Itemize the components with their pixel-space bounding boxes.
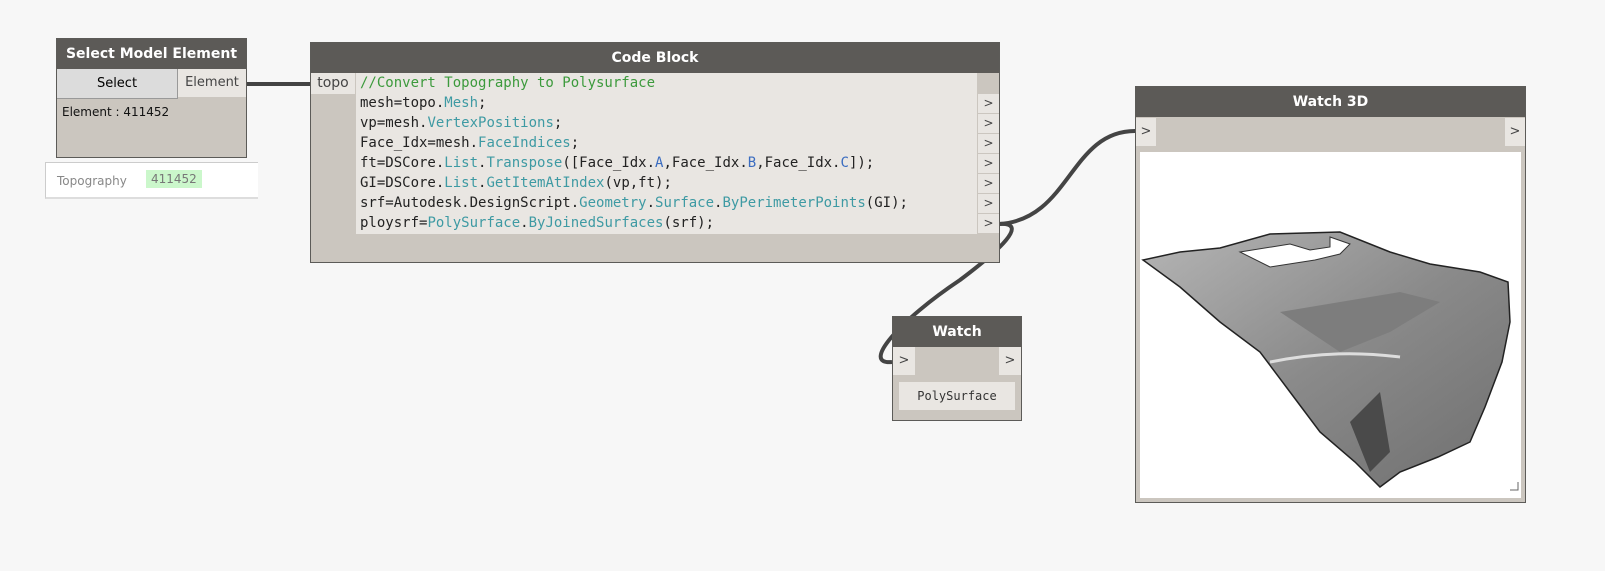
code-token: ; — [478, 95, 487, 111]
code-token: ft=DSCore. — [360, 155, 445, 171]
watch3d-node[interactable]: Watch 3D > > — [1135, 86, 1526, 503]
select-model-element-node[interactable]: Select Model Element Select Element Elem… — [56, 38, 247, 158]
topography-mesh — [1141, 231, 1519, 491]
input-port[interactable]: > — [893, 347, 915, 375]
code-token: . — [646, 195, 656, 211]
code-token: Transpose — [486, 155, 563, 171]
watch-node[interactable]: Watch > > PolySurface — [892, 316, 1022, 421]
preview-bubble: Topography 411452 — [45, 162, 258, 199]
3d-viewport[interactable] — [1140, 152, 1521, 498]
output-port[interactable]: > — [978, 213, 999, 233]
output-port-element[interactable]: Element — [178, 69, 246, 97]
code-token: . — [520, 215, 529, 231]
code-token: ByJoinedSurfaces — [528, 215, 664, 231]
code-line: ft=DSCore.List.Transpose([Face_Idx.A,Fac… — [356, 153, 977, 173]
code-token: vp=mesh. — [360, 115, 428, 131]
code-line: srf=Autodesk.DesignScript.Geometry.Surfa… — [356, 193, 977, 213]
code-token: List — [444, 175, 479, 191]
code-token: C — [840, 155, 849, 171]
code-token: //Convert Topography to Polysurface — [360, 75, 656, 91]
code-line: vp=mesh.VertexPositions; — [356, 113, 977, 133]
code-token: (srf); — [663, 215, 715, 231]
code-token: (vp,ft); — [604, 175, 672, 191]
code-token: ,Face_Idx. — [756, 155, 841, 171]
input-port-topo[interactable]: topo — [311, 73, 355, 94]
code-token: GI=DSCore. — [360, 175, 445, 191]
output-port[interactable]: > — [978, 153, 999, 173]
code-token: ploysrf= — [360, 215, 428, 231]
code-line: mesh=topo.Mesh; — [356, 93, 977, 113]
output-port[interactable]: > — [978, 113, 999, 133]
code-token: ]); — [848, 155, 875, 171]
select-button[interactable]: Select — [57, 69, 178, 99]
code-token: Face_Idx=mesh. — [360, 135, 479, 151]
output-port[interactable]: > — [978, 173, 999, 193]
code-token: A — [655, 155, 664, 171]
code-token: PolySurface — [427, 215, 521, 231]
code-token: ByPerimeterPoints — [722, 195, 866, 211]
watch-value: PolySurface — [899, 382, 1015, 410]
code-editor[interactable]: //Convert Topography to Polysurface mesh=… — [356, 73, 977, 234]
code-token: ; — [553, 115, 563, 131]
code-token: Geometry — [579, 195, 647, 211]
output-port[interactable]: > — [999, 347, 1021, 375]
code-token: mesh=topo. — [360, 95, 445, 111]
output-ports: >>>>>>> — [977, 73, 999, 234]
code-token: Surface — [655, 195, 715, 211]
output-port[interactable]: > — [978, 193, 999, 213]
code-line: Face_Idx=mesh.FaceIndices; — [356, 133, 977, 153]
wire-code-to-watch[interactable] — [878, 221, 1014, 365]
code-token: B — [747, 155, 757, 171]
code-block-node[interactable]: Code Block topo //Convert Topography to … — [310, 42, 1000, 263]
preview-id: 411452 — [146, 170, 202, 188]
element-value: Element : 411452 — [62, 105, 170, 119]
code-token: srf=Autodesk.DesignScript. — [360, 195, 580, 211]
code-token: List — [444, 155, 479, 171]
code-line: //Convert Topography to Polysurface — [356, 73, 977, 93]
code-token: ,Face_Idx. — [663, 155, 748, 171]
node-title: Select Model Element — [57, 39, 246, 69]
code-token: ([Face_Idx. — [562, 155, 656, 171]
output-port[interactable]: > — [1505, 118, 1525, 146]
node-title: Watch — [893, 317, 1021, 347]
code-token: . — [714, 195, 723, 211]
input-port[interactable]: > — [1136, 118, 1156, 146]
code-token: FaceIndices — [478, 135, 571, 151]
code-token: . — [478, 155, 487, 171]
code-token: . — [478, 175, 487, 191]
node-title: Watch 3D — [1136, 87, 1525, 117]
preview-type: Topography — [57, 174, 127, 188]
code-line: GI=DSCore.List.GetItemAtIndex(vp,ft); — [356, 173, 977, 193]
code-token: ; — [570, 135, 580, 151]
output-port[interactable]: > — [978, 93, 999, 113]
node-title: Code Block — [311, 43, 999, 73]
code-token: (GI); — [865, 195, 908, 211]
output-port[interactable]: > — [978, 133, 999, 153]
code-token: Mesh — [444, 95, 479, 111]
code-token: VertexPositions — [427, 115, 554, 131]
wire-code-to-watch3d[interactable] — [998, 129, 1136, 226]
code-token: GetItemAtIndex — [486, 175, 605, 191]
code-line: ploysrf=PolySurface.ByJoinedSurfaces(srf… — [356, 213, 977, 233]
